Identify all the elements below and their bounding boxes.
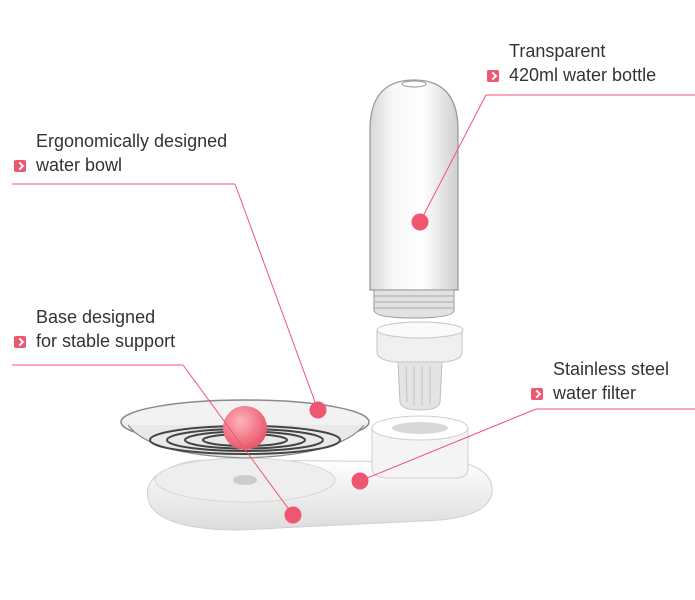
callout-bowl-line-1: Ergonomically designed — [36, 131, 228, 151]
pink-dot-icon — [309, 401, 327, 419]
callout-bottle-line-1: Transparent — [509, 41, 606, 61]
water-bowl — [120, 399, 370, 459]
callout-bowl: Ergonomically designed water bowl — [14, 129, 227, 177]
chevron-right-icon — [14, 160, 26, 172]
callout-filter: Stainless steel water filter — [531, 357, 669, 405]
callout-points — [284, 213, 429, 524]
pink-dot-icon — [351, 472, 369, 490]
leader-lines — [12, 94, 695, 516]
callout-base: Base designed for stable support — [14, 305, 175, 353]
callout-base-line-2: for stable support — [36, 331, 176, 351]
callout-filter-line-2: water filter — [553, 383, 637, 403]
water-bottle — [369, 79, 459, 319]
callout-filter-line-1: Stainless steel — [553, 359, 670, 379]
callout-base-line-1: Base designed — [36, 307, 156, 327]
filter-cartridge — [376, 321, 464, 411]
callout-bowl-line-2: water bowl — [36, 155, 123, 175]
chevron-right-icon — [531, 388, 543, 400]
filter-housing — [371, 415, 469, 479]
pink-dot-icon — [284, 506, 302, 524]
callout-bottle: Transparent 420ml water bottle — [487, 39, 656, 87]
chevron-right-icon — [487, 70, 499, 82]
pink-dot-icon — [411, 213, 429, 231]
callout-bottle-line-2: 420ml water bottle — [509, 65, 657, 85]
chevron-right-icon — [14, 336, 26, 348]
